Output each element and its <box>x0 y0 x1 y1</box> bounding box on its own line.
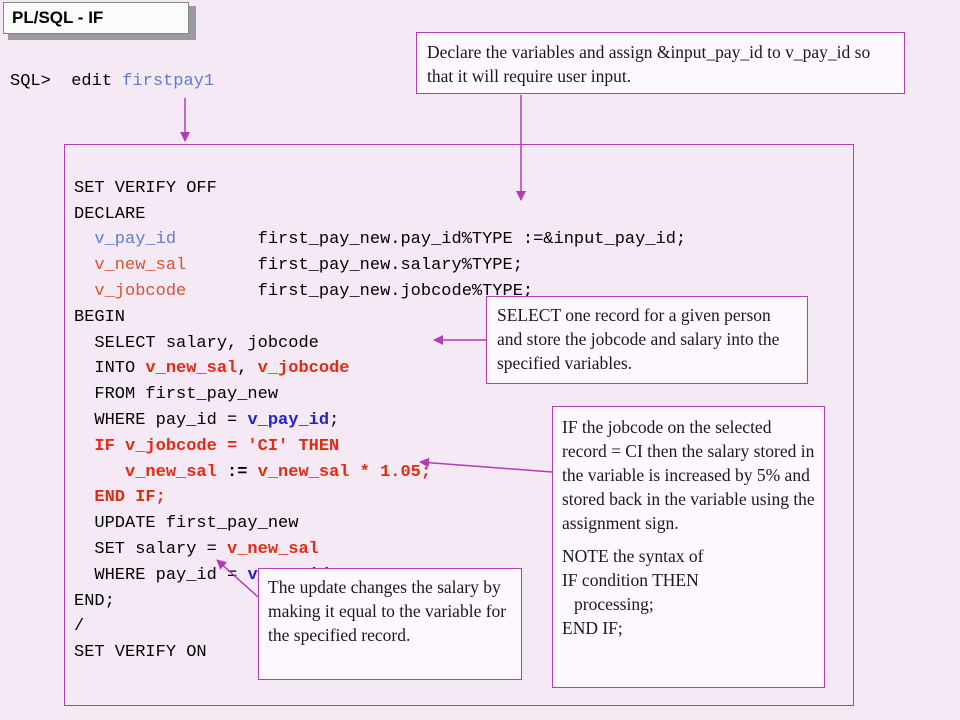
sql-prompt: SQL> <box>10 72 51 91</box>
code-line: v_new_sal := v_new_sal * 1.05; <box>125 462 432 482</box>
sql-prompt-line: SQL> edit firstpay1 <box>10 72 214 91</box>
code-line: SELECT salary, jobcode <box>94 333 319 353</box>
edit-command: edit <box>71 72 113 91</box>
code-line: SET VERIFY OFF <box>74 178 217 198</box>
code-line: END; <box>74 591 115 611</box>
code-line: IF v_jobcode = 'CI' THEN <box>94 436 340 456</box>
code-line: v_pay_id first_pay_new.pay_id%TYPE :=&in… <box>94 230 687 250</box>
code-line: FROM first_pay_new <box>94 385 279 405</box>
code-line: DECLARE <box>74 204 146 224</box>
code-line: / <box>74 617 85 637</box>
declare-note: Declare the variables and assign &input_… <box>416 32 905 94</box>
code-line: INTO v_new_sal, v_jobcode <box>94 359 350 379</box>
arrow-update <box>216 559 259 598</box>
code-line: v_new_sal first_pay_new.salary%TYPE; <box>94 256 523 276</box>
update-note: The update changes the salary by making … <box>258 568 522 680</box>
select-note: SELECT one record for a given person and… <box>486 296 808 384</box>
plsql-code: SET VERIFY OFF DECLARE v_pay_id first_pay… <box>74 150 686 666</box>
file-name: firstpay1 <box>122 72 215 91</box>
if-note: IF the jobcode on the selected record = … <box>552 406 825 688</box>
var-jobcode: v_jobcode <box>94 281 187 301</box>
slide-title: PL/SQL - IF <box>3 2 189 34</box>
var-pay-id: v_pay_id <box>94 230 177 250</box>
code-line: END IF; <box>94 488 166 508</box>
arrow-if <box>419 457 553 473</box>
var-new-sal: v_new_sal <box>94 256 187 276</box>
code-line: UPDATE first_pay_new <box>94 514 299 534</box>
code-line: BEGIN <box>74 307 126 327</box>
code-line: SET VERIFY ON <box>74 643 207 663</box>
code-line: WHERE pay_id = v_pay_id; <box>94 410 340 430</box>
code-line: SET salary = v_new_sal <box>94 539 319 559</box>
code-line: v_jobcode first_pay_new.jobcode%TYPE; <box>94 281 534 301</box>
